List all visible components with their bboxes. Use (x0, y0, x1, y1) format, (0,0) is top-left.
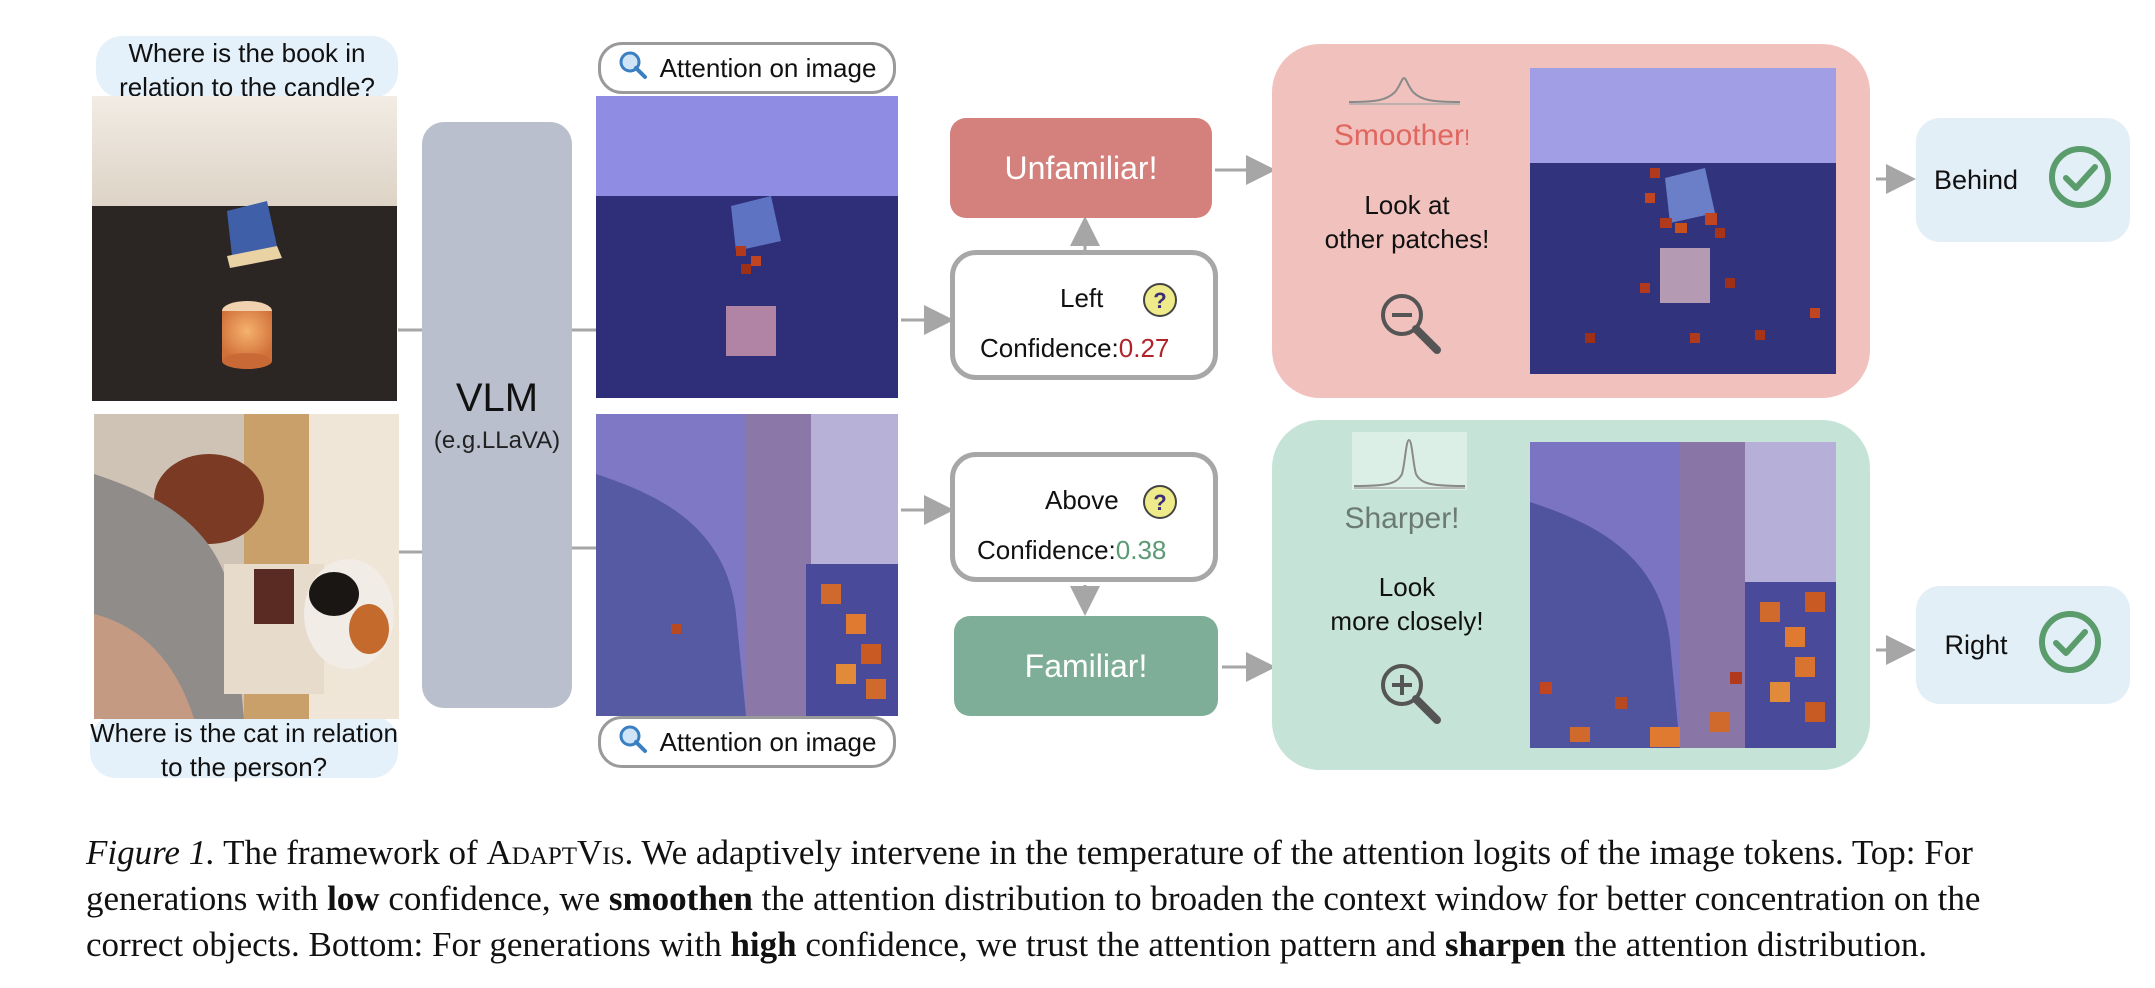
confidence-label-bottom: Confidence: (977, 535, 1116, 565)
attention-label-bottom: Attention on image (598, 716, 896, 768)
sharper-title: Sharper! (1312, 502, 1492, 536)
sharper-panel: Sharper! Look more closely! (1272, 420, 1870, 770)
magnifier-icon (618, 50, 648, 87)
caption-bold-high: high (730, 925, 797, 964)
caption-figure-label: Figure 1. (86, 833, 215, 872)
confidence-label-top: Confidence: (980, 333, 1119, 363)
figure-caption: Figure 1. The framework of AdaptVis. We … (86, 830, 2126, 968)
caption-text: the attention distribution. (1565, 925, 1928, 964)
caption-text: The framework of (214, 833, 487, 872)
framework-figure: Where is the book in relation to the can… (90, 36, 2130, 782)
prediction-box-bottom: Above ? Confidence:0.38 (950, 452, 1218, 582)
smoother-title-mark: ! (1463, 125, 1471, 150)
check-circle-icon (2048, 145, 2112, 216)
question-mark-icon: ? (1141, 281, 1179, 324)
attention-label-text-top: Attention on image (659, 52, 877, 83)
peaked-distribution-icon (1352, 432, 1467, 490)
vlm-title: VLM (455, 375, 539, 420)
question-text-top: Where is the book in relation to the can… (119, 38, 375, 102)
vlm-subtitle: (e.g.LLaVA) (433, 426, 561, 454)
status-unfamiliar-text: Unfamiliar! (1004, 149, 1158, 186)
input-image-cat-person (94, 414, 399, 719)
smoother-desc-line1: Look at (1364, 190, 1450, 220)
status-familiar: Familiar! (954, 616, 1218, 716)
prediction-box-top: Left ? Confidence:0.27 (950, 250, 1218, 380)
caption-text: correct objects. Bottom: For generations… (86, 925, 731, 964)
answer-box-bottom: Right (1916, 586, 2130, 704)
caption-text: generations with (86, 879, 328, 918)
sharper-description: Look more closely! (1292, 570, 1522, 638)
caption-bold-low: low (327, 879, 380, 918)
vlm-block: VLM (e.g.LLaVA) (422, 122, 572, 708)
smoother-desc-line2: other patches! (1324, 224, 1490, 254)
confidence-value-top: 0.27 (1118, 333, 1170, 363)
smoother-title-text: Smoother (1333, 119, 1464, 152)
attention-label-top: Attention on image (598, 42, 896, 94)
caption-line-3: correct objects. Bottom: For generations… (86, 922, 2126, 968)
zoom-in-icon (1381, 664, 1441, 724)
confidence-value-bottom: 0.38 (1115, 535, 1167, 565)
caption-method-name: AdaptVis (486, 833, 625, 872)
svg-text:?: ? (1153, 490, 1166, 515)
sharper-desc-line2: more closely! (1330, 606, 1484, 636)
answer-text-bottom: Right (1944, 629, 2008, 660)
caption-text: . We adaptively intervene in the tempera… (624, 833, 1973, 872)
check-circle-icon (2038, 610, 2102, 681)
question-mark-icon: ? (1141, 483, 1179, 526)
caption-line-1: Figure 1. The framework of AdaptVis. We … (86, 830, 2126, 876)
prediction-label-top: Left (1060, 283, 1104, 313)
confidence-bottom: Confidence:0.38 (977, 535, 1166, 566)
caption-text: confidence, we (379, 879, 609, 918)
sharper-desc-line1: Look (1378, 572, 1436, 602)
flat-distribution-icon (1348, 76, 1461, 105)
magnifier-icon (618, 724, 648, 761)
answer-box-top: Behind (1916, 118, 2130, 242)
question-bubble-top: Where is the book in relation to the can… (96, 36, 398, 102)
sharpened-attention-image (1530, 442, 1836, 748)
answer-text-top: Behind (1933, 164, 2019, 195)
attention-map-bottom (596, 414, 898, 716)
prediction-label-bottom: Above (1045, 485, 1119, 515)
caption-bold-smoothen: smoothen (608, 879, 753, 918)
connector-arrows (398, 155, 1916, 682)
caption-text: confidence, we trust the attention patte… (796, 925, 1445, 964)
question-bubble-bottom: Where is the cat in relation to the pers… (90, 716, 398, 782)
smoother-description: Look at other patches! (1292, 188, 1522, 256)
input-image-book-candle (92, 96, 397, 401)
caption-text: the attention distribution to broaden th… (752, 879, 1981, 918)
smoother-title: Smoother! (1312, 119, 1492, 153)
smoothed-attention-image (1530, 68, 1836, 374)
attention-map-top (596, 96, 898, 398)
confidence-top: Confidence:0.27 (980, 333, 1169, 364)
question-text-bottom: Where is the cat in relation to the pers… (90, 718, 398, 782)
zoom-out-icon (1381, 294, 1441, 354)
attention-label-text-bottom: Attention on image (659, 726, 877, 757)
status-familiar-text: Familiar! (1024, 647, 1148, 684)
svg-text:?: ? (1153, 288, 1166, 313)
status-unfamiliar: Unfamiliar! (950, 118, 1212, 218)
smoother-panel: Smoother! Look at other patches! (1272, 44, 1870, 398)
sharper-title-text: Sharper! (1344, 502, 1460, 535)
caption-bold-sharpen: sharpen (1444, 925, 1566, 964)
caption-line-2: generations with low confidence, we smoo… (86, 876, 2126, 922)
